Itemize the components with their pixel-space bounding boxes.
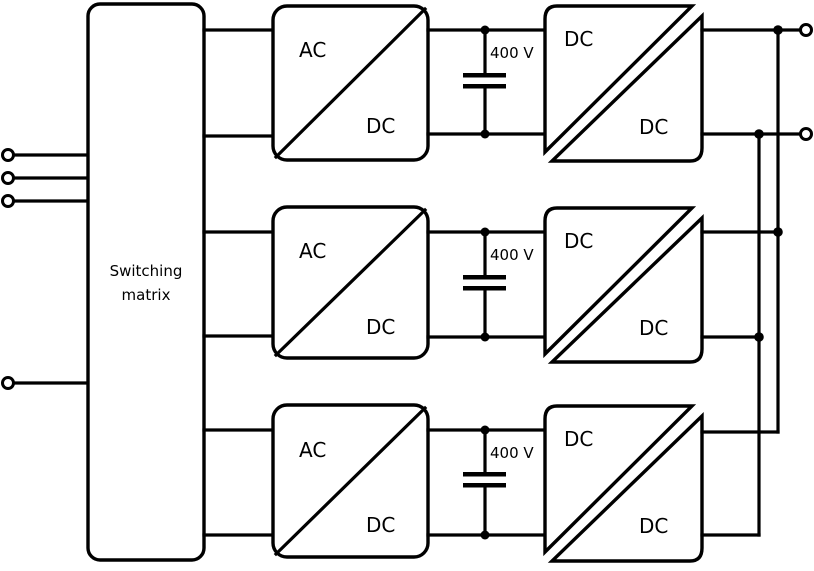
input-terminal-1	[1, 148, 15, 162]
capacitor-plate	[463, 73, 506, 78]
dc-link-voltage-label: 400 V	[490, 246, 534, 264]
ac-dc-diagonal	[273, 6, 428, 160]
capacitor-plate	[463, 472, 506, 477]
dc-output-label: DC	[639, 316, 668, 340]
switching-matrix-label-line1: Switching	[110, 262, 183, 280]
input-terminal-4	[1, 376, 15, 390]
dc-dc-converter-left	[543, 404, 697, 557]
input-terminal-3	[1, 194, 15, 208]
junction-dot	[754, 332, 764, 342]
junction-dot	[773, 25, 783, 35]
capacitor-plate	[463, 286, 506, 291]
input-terminals	[1, 148, 90, 390]
dc-input-label: DC	[564, 27, 593, 51]
junction-dot	[480, 425, 490, 435]
output-bus	[700, 23, 813, 537]
dc-link-voltage-label: 400 V	[490, 444, 534, 462]
dc-output-label: DC	[639, 115, 668, 139]
output-terminal-positive	[799, 23, 813, 37]
junction-dot	[480, 25, 490, 35]
output-terminal-negative	[799, 127, 813, 141]
capacitor-plate	[463, 84, 506, 89]
ac-label: AC	[299, 38, 326, 62]
ac-label: AC	[299, 239, 326, 263]
dc-input-label: DC	[564, 229, 593, 253]
stage-1: AC DC 400 V DC DC	[202, 4, 704, 163]
dc-label: DC	[366, 315, 395, 339]
junction-dot	[480, 129, 490, 139]
dc-input-label: DC	[564, 427, 593, 451]
switching-matrix-box	[86, 2, 206, 562]
junction-dot	[480, 227, 490, 237]
stage-3: AC DC 400 V DC DC	[202, 403, 704, 563]
capacitor-plate	[463, 275, 506, 280]
ac-dc-diagonal	[273, 405, 428, 557]
junction-dot	[754, 129, 764, 139]
junction-dot	[480, 530, 490, 540]
input-terminal-2	[1, 171, 15, 185]
dc-label: DC	[366, 513, 395, 537]
dc-dc-converter-right	[547, 11, 704, 163]
dc-dc-converter-right	[547, 411, 704, 563]
dc-dc-converter-left	[543, 206, 697, 359]
capacitor-plate	[463, 483, 506, 488]
switching-matrix-label-line2: matrix	[122, 286, 171, 304]
dc-label: DC	[366, 114, 395, 138]
dc-dc-converter-right	[547, 214, 704, 364]
dc-dc-converter-left	[543, 4, 697, 157]
dc-link-voltage-label: 400 V	[490, 44, 534, 62]
junction-dot	[480, 332, 490, 342]
ac-dc-diagonal	[273, 207, 428, 358]
ac-label: AC	[299, 438, 326, 462]
junction-dot	[773, 227, 783, 237]
switching-matrix: Switching matrix	[86, 2, 206, 562]
dc-output-label: DC	[639, 514, 668, 538]
stage-2: AC DC 400 V DC DC	[202, 205, 704, 364]
